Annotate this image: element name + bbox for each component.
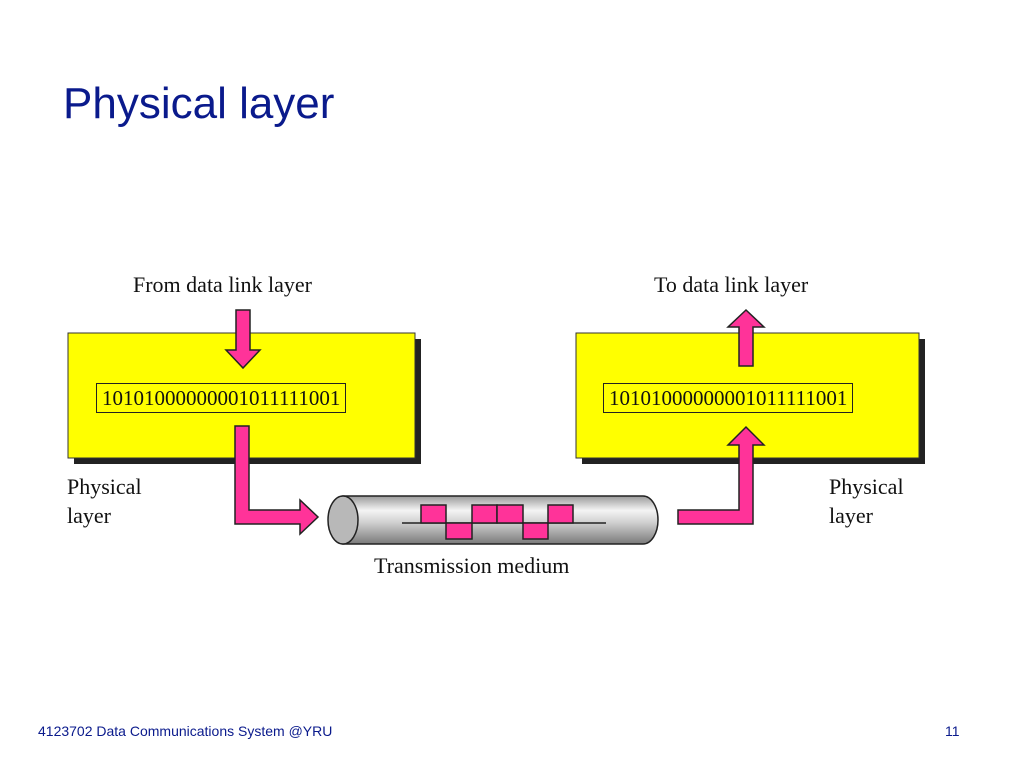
from-data-link-label: From data link layer xyxy=(133,272,313,297)
medium-to-receiver-arrow-icon xyxy=(677,425,766,525)
receiver-layer-label-line2: layer xyxy=(829,503,873,528)
up-arrow-icon xyxy=(726,308,766,367)
receiver-bit-stream: 10101000000001011111001 xyxy=(603,383,854,413)
signal-pulse xyxy=(496,504,524,524)
transmission-medium-label: Transmission medium xyxy=(374,553,570,578)
sender-layer-label-line1: Physical xyxy=(67,474,142,499)
slide-title: Physical layer xyxy=(63,79,335,128)
signal-pulse xyxy=(547,504,574,524)
signal-pulse xyxy=(471,504,498,524)
tube-end-cap xyxy=(327,495,359,545)
footer-page-number: 11 xyxy=(945,723,960,739)
sender-to-medium-arrow-icon xyxy=(234,425,320,536)
sender-bit-stream: 10101000000001011111001 xyxy=(96,383,347,413)
sender-layer-label-line2: layer xyxy=(67,503,111,528)
signal-pulse xyxy=(522,522,549,540)
down-arrow-icon xyxy=(224,309,262,370)
receiver-layer-label-line1: Physical xyxy=(829,474,904,499)
signal-pulse xyxy=(420,504,447,524)
signal-pulse xyxy=(445,522,473,540)
to-data-link-label: To data link layer xyxy=(654,272,809,297)
footer-course: 4123702 Data Communications System @YRU xyxy=(38,723,333,739)
